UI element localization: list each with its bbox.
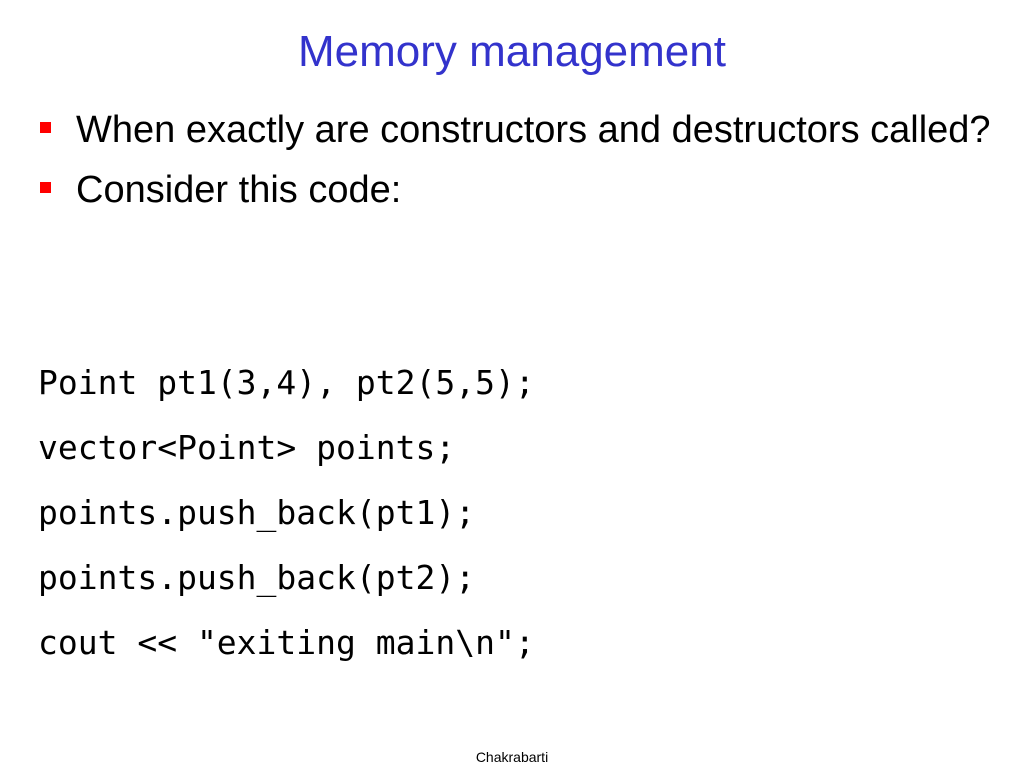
code-line: Point pt1(3,4), pt2(5,5); bbox=[38, 363, 535, 402]
code-block: Point pt1(3,4), pt2(5,5); vector<Point> … bbox=[38, 350, 998, 675]
bullet-text: Consider this code: bbox=[76, 169, 402, 211]
slide-footer: Chakrabarti bbox=[475, 749, 549, 765]
bullet-text: When exactly are constructors and destru… bbox=[76, 109, 991, 151]
code-line: vector<Point> points; bbox=[38, 428, 456, 467]
code-line: points.push_back(pt1); bbox=[38, 493, 476, 532]
bullet-item: Consider this code: bbox=[40, 164, 1000, 216]
square-bullet-icon bbox=[40, 122, 51, 133]
square-bullet-icon bbox=[40, 182, 51, 193]
slide-title: Memory management bbox=[298, 27, 726, 76]
bullet-list: When exactly are constructors and destru… bbox=[40, 104, 1000, 224]
bullet-item: When exactly are constructors and destru… bbox=[40, 104, 1000, 156]
code-line: points.push_back(pt2); bbox=[38, 558, 476, 597]
code-line: cout << "exiting main\n"; bbox=[38, 623, 535, 662]
